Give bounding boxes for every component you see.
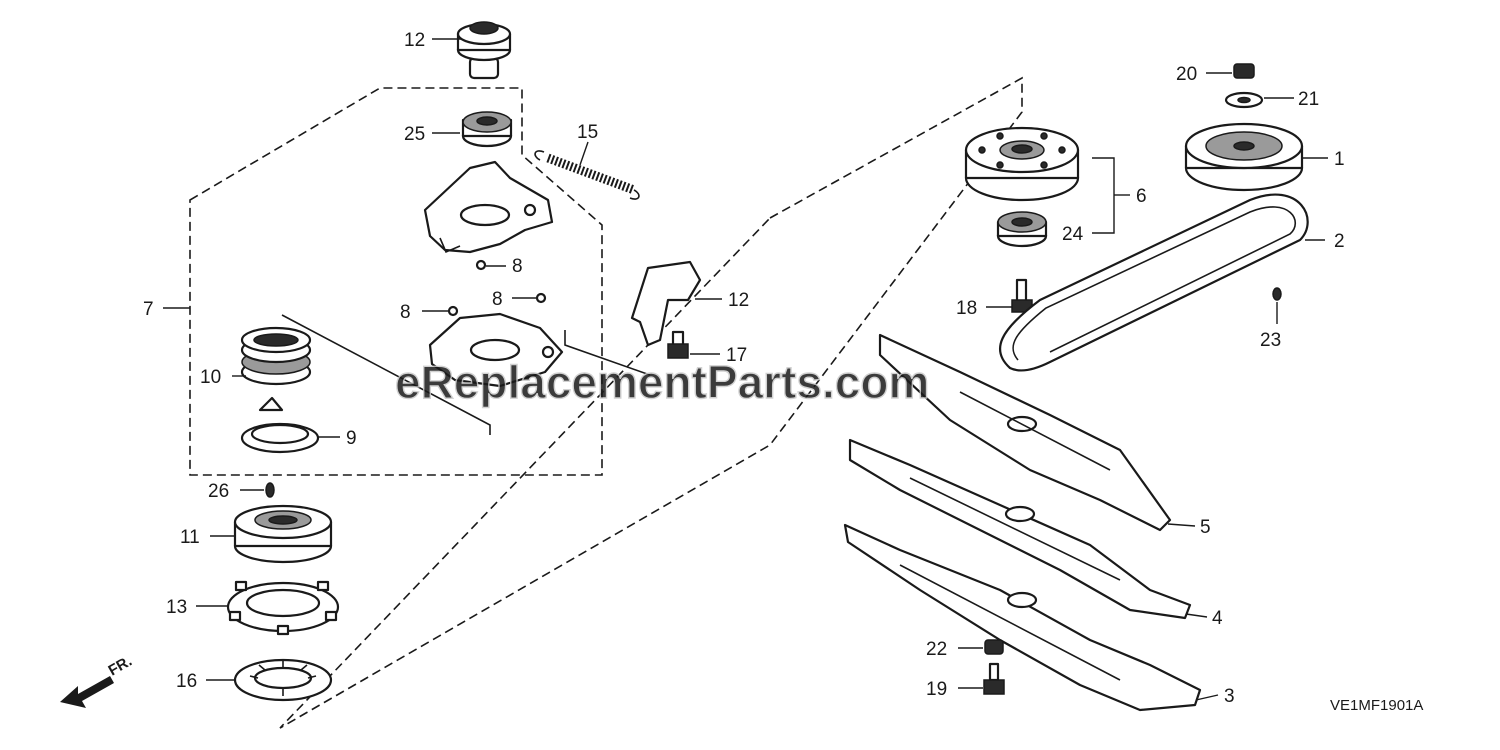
callout-15: 15 [577,122,598,143]
callout-21: 21 [1298,89,1319,110]
part-8-washer-b [447,305,459,317]
callout-7: 7 [143,299,154,320]
part-24-bearing [461,111,513,148]
part-6-hub [964,126,1080,202]
part-26-pin [265,482,275,498]
part-13-toothed-ring [226,580,340,636]
plate-guide-line-2 [564,330,651,376]
front-arrow-label: FR. [106,653,135,680]
callout-12: 12 [728,290,749,311]
part-8-washer-c [535,292,547,304]
callout-22: 22 [926,639,947,660]
part-25-bearing [996,211,1048,248]
group-6-frame [279,76,1023,729]
part-21-washer [1224,91,1264,109]
part-10-spring [240,326,312,386]
callout-18: 18 [956,298,977,319]
part-14-pulley [456,21,512,80]
callout-10: 10 [200,367,221,388]
part-12-bracket [630,260,702,347]
diagram-code: VE1MF1901A [1330,697,1423,714]
watermark-text: eReplacementParts.com [395,356,929,408]
callout-1: 1 [1334,149,1345,170]
group-7-frame [189,87,603,476]
plate-guide-line [281,314,491,435]
callout-8-a: 8 [512,256,523,277]
callout-9: 9 [346,428,357,449]
callout-6: 6 [1136,186,1147,207]
part-22-nut [984,639,1004,655]
callout-11: 11 [180,527,200,548]
part-16-lock-washer [233,658,333,702]
callout-23: 23 [1260,330,1281,351]
callout-14: 12 [404,30,425,51]
front-arrow: FR. [60,653,135,708]
callout-3: 3 [1224,686,1235,707]
callout-17: 17 [726,345,747,366]
part-4-blade [848,438,1192,620]
part-18-bolt [1011,278,1033,313]
part-1-pulley [1184,122,1304,192]
callout-5: 5 [1200,517,1211,538]
part-5-blade [878,333,1172,532]
callout-20: 20 [1176,64,1197,85]
upper-bracket-plate [423,160,554,254]
part-9-ring [240,396,320,454]
part-8-washer-a [475,259,487,271]
part-23-screw [1272,287,1282,301]
callout-26: 26 [208,481,229,502]
part-17-bolt [667,330,689,359]
part-20-nut [1233,63,1255,79]
part-11-drum [233,504,333,564]
lower-bracket-plate [428,312,564,388]
callout-13: 13 [166,597,187,618]
part-2-belt [999,193,1309,372]
callout-16: 16 [176,671,197,692]
callout-19: 19 [926,679,947,700]
part-19-bolt [983,662,1005,695]
callout-2: 2 [1334,231,1345,252]
part-3-blade [843,523,1202,712]
callout-8-b: 8 [400,302,411,323]
callout-8-c: 8 [492,289,503,310]
part-15-spring [534,150,640,200]
callout-4: 4 [1212,608,1223,629]
callout-25: 24 [1062,224,1084,245]
leader-lines [163,38,1328,701]
callout-24: 25 [404,124,425,145]
